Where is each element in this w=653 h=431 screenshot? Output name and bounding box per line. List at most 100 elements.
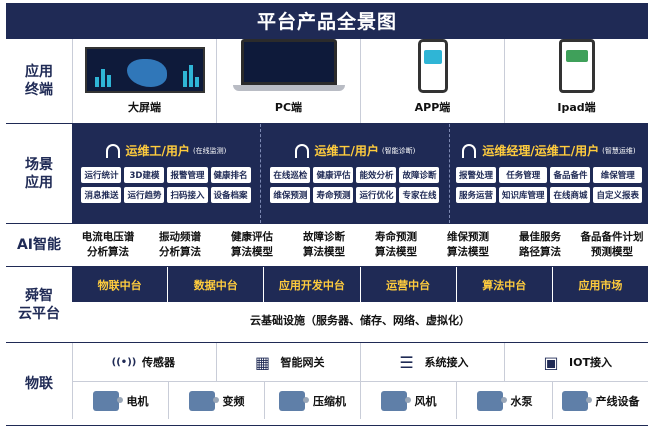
device-item: 电机 [72,382,168,419]
ai-line-2: 算法模型 [375,245,417,260]
scenes-label-text: 场景 应用 [25,156,53,192]
ai-algorithm-cell: 故障诊断算法模型 [288,224,360,266]
platform-module[interactable]: 数据中台 [167,267,263,302]
scene-tag[interactable]: 维保管理 [593,167,642,183]
terminals-row-label: 应用 终端 [6,39,72,123]
terminal-app: APP端 [360,39,504,123]
scene-tag[interactable]: 运行统计 [81,167,121,183]
device-label: 产线设备 [596,393,640,409]
scene-tag[interactable]: 专家在线 [399,187,439,203]
terminals-row: 应用 终端 大屏端 PC端 APP端 Ip [6,38,648,123]
ai-line-2: 路径算法 [519,245,561,260]
iot-access-item: ((•))传感器 [72,343,216,381]
ai-algorithm-cell: 寿命预测算法模型 [360,224,432,266]
ai-algorithm-cell: 最佳服务路径算法 [504,224,576,266]
platform-module[interactable]: 物联中台 [72,267,167,302]
phone-icon [418,39,448,93]
scene-tag[interactable]: 健康排名 [211,167,251,183]
pump-icon [477,391,503,411]
scene-tag[interactable]: 故障诊断 [399,167,439,183]
ai-row: AI智能 电流电压谱分析算法振动频谱分析算法健康评估算法模型故障诊断算法模型寿命… [6,223,648,266]
scene-tag[interactable]: 任务管理 [499,167,548,183]
ai-row-label: AI智能 [6,224,72,266]
ai-label-text: AI智能 [17,236,61,254]
ai-line-2: 分析算法 [159,245,201,260]
laptop-icon [233,39,345,93]
sliders-icon: ☰ [397,353,417,372]
iot-row-label: 物联 [6,343,72,425]
scene-tag[interactable]: 自定义报表 [593,187,642,203]
ai-algorithm-cell: 维保预测算法模型 [432,224,504,266]
ai-line-1: 故障诊断 [303,230,345,245]
platform-module[interactable]: 应用市场 [552,267,648,302]
tablet-icon [559,39,595,93]
iot-label-text: 物联 [25,375,53,393]
ai-line-1: 振动频谱 [159,230,201,245]
iot-access-label: 系统接入 [425,354,469,370]
scene-tag[interactable]: 运行优化 [356,187,396,203]
device-item: 风机 [360,382,456,419]
platform-row: 舜智 云平台 物联中台数据中台应用开发中台运营中台算法中台应用市场 云基础设施（… [6,266,648,342]
device-item: 变频 [168,382,264,419]
scene-tag[interactable]: 扫码接入 [167,187,207,203]
scene-tag[interactable]: 知识库管理 [499,187,548,203]
scene-tag[interactable]: 寿命预测 [313,187,353,203]
ai-line-1: 健康评估 [231,230,273,245]
ai-line-2: 分析算法 [82,245,135,260]
scene-group: 运维经理/运维工/用户 (智慧运维) 报警处理任务管理备品备件维保管理服务运营知… [449,124,648,223]
scene-tag[interactable]: 健康评估 [313,167,353,183]
platform-module[interactable]: 算法中台 [456,267,552,302]
platform-module[interactable]: 运营中台 [360,267,456,302]
platform-module[interactable]: 应用开发中台 [263,267,359,302]
scene-subtitle: (在线监测) [193,146,226,156]
motor-icon [93,391,119,411]
scene-tag[interactable]: 运行趋势 [124,187,164,203]
ai-line-2: 算法模型 [231,245,273,260]
ai-algorithm-cell: 振动频谱分析算法 [144,224,216,266]
production-line-icon [562,391,588,411]
scene-tag[interactable]: 消息推送 [81,187,121,203]
ai-line-1: 寿命预测 [375,230,417,245]
scene-tag[interactable]: 备品备件 [550,167,590,183]
device-item: 压缩机 [264,382,360,419]
ai-line-1: 维保预测 [447,230,489,245]
ai-line-2: 算法模型 [303,245,345,260]
ai-line-1: 备品备件计划 [581,230,644,245]
compressor-icon [279,391,305,411]
headset-icon [295,144,309,158]
ai-algorithm-cell: 健康评估算法模型 [216,224,288,266]
scene-subtitle: (智慧运维) [602,146,635,156]
scene-tag[interactable]: 维保预测 [270,187,310,203]
scene-title: 运维经理/运维工/用户 [482,142,599,159]
iot-access-item: ▣ IOT接入 [504,343,648,381]
scene-tag[interactable]: 报警处理 [456,167,496,183]
ai-line-1: 电流电压谱 [82,230,135,245]
scene-tag[interactable]: 能效分析 [356,167,396,183]
cloud-infrastructure: 云基础设施（服务器、储存、网络、虚拟化） [72,302,648,337]
chip-icon: ▣ [541,353,561,372]
scene-tag[interactable]: 设备档案 [211,187,251,203]
terminal-big-screen: 大屏端 [72,39,216,123]
scene-tag[interactable]: 报警管理 [167,167,207,183]
ai-line-2: 预测模型 [581,245,644,260]
scene-title: 运维工/用户 [126,142,190,159]
terminals-label-text: 应用 终端 [25,63,53,99]
iot-access-label: 传感器 [142,354,175,370]
scene-tag[interactable]: 在线巡检 [270,167,310,183]
terminal-label: PC端 [275,99,302,115]
device-label: 电机 [127,393,149,409]
platform-label-text: 舜智 云平台 [18,287,60,323]
scene-tag[interactable]: 在线商城 [550,187,590,203]
device-label: 风机 [415,393,437,409]
iot-access-item: ▦智能网关 [216,343,360,381]
platform-row-label: 舜智 云平台 [6,267,72,342]
scene-tag[interactable]: 服务运营 [456,187,496,203]
device-item: 水泵 [456,382,552,419]
ai-algorithm-cell: 备品备件计划预测模型 [576,224,648,266]
page-title: 平台产品全景图 [6,3,648,38]
scene-tag[interactable]: 3D建模 [124,167,164,183]
ai-algorithm-cell: 电流电压谱分析算法 [72,224,144,266]
iot-access-label: IOT接入 [569,354,612,370]
terminal-label: APP端 [415,99,451,115]
